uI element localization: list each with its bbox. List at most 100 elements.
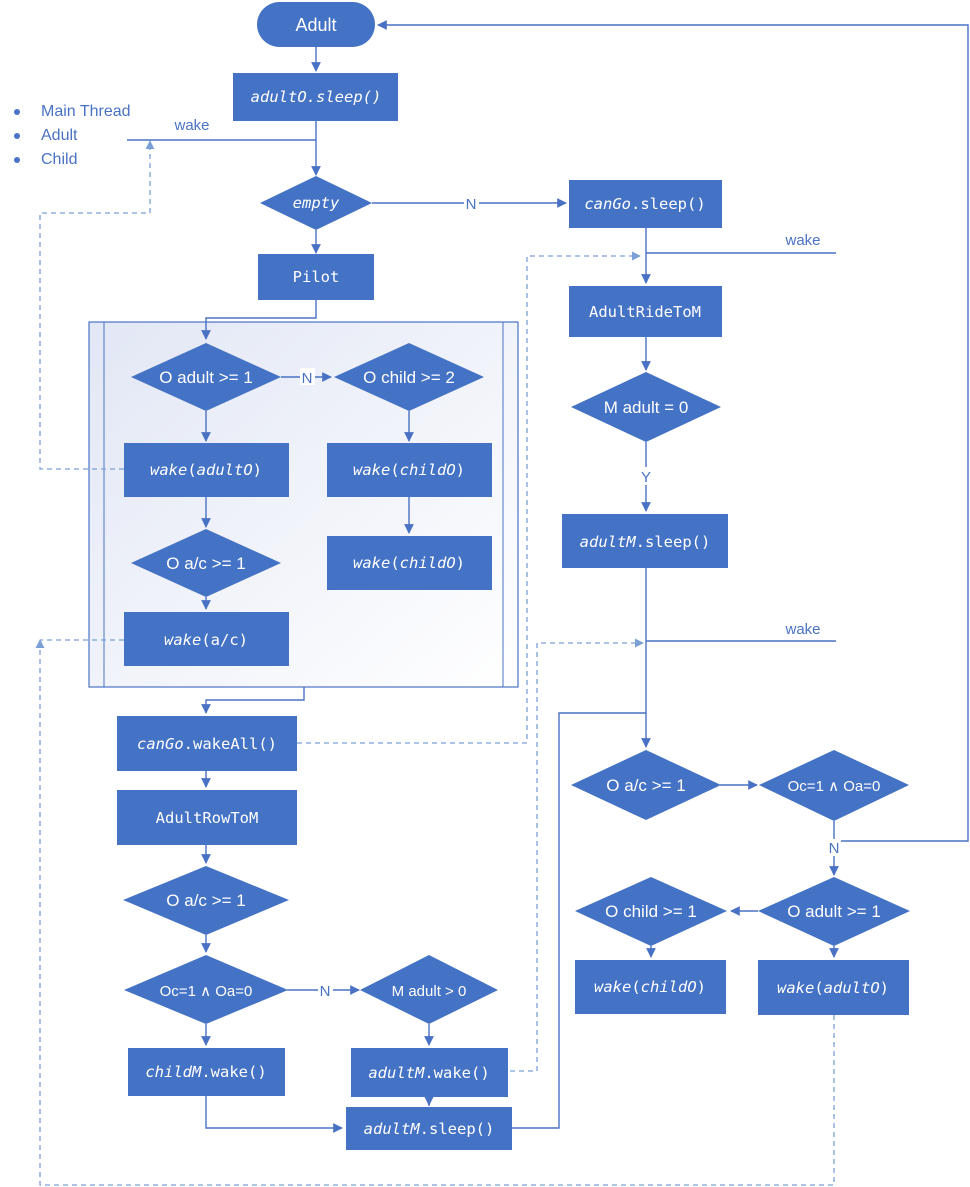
legend-item-main-thread: Main Thread <box>14 100 131 124</box>
label-part: ) <box>880 979 889 997</box>
svg-text:M adult > 0: M adult > 0 <box>392 983 467 1000</box>
label-part: wake <box>353 461 390 479</box>
label-part: childO <box>641 978 697 996</box>
decision-o-ac-ge1-left: O a/c >= 1 <box>123 866 289 935</box>
bullet-icon <box>14 133 20 139</box>
label-part: .wakeAll() <box>184 735 277 753</box>
legend-item-child: Child <box>14 148 131 172</box>
label-part: .wake() <box>424 1064 489 1082</box>
label-part: ( <box>631 978 640 996</box>
svg-text:childM.wake(): childM.wake() <box>145 1063 266 1081</box>
label-part: adultO <box>251 88 307 106</box>
label-part: .sleep() <box>631 195 706 213</box>
svg-text:canGo.sleep(): canGo.sleep() <box>584 195 705 213</box>
node-adultM-wake: adultM.wake() <box>351 1048 508 1097</box>
label-part: childO <box>400 461 456 479</box>
label-part: ( <box>187 461 196 479</box>
edge-label-n: N <box>829 840 840 857</box>
svg-text:Oc=1 ∧ Oa=0: Oc=1 ∧ Oa=0 <box>788 778 881 795</box>
decision-o-child-ge1: O child >= 1 <box>575 877 727 946</box>
start-adult: Adult <box>257 2 375 47</box>
svg-text:wake(adultO): wake(adultO) <box>777 979 889 997</box>
decision-m-adult-gt0: M adult > 0 <box>360 955 498 1024</box>
label-part: ) <box>697 978 706 996</box>
svg-text:Pilot: Pilot <box>293 268 340 286</box>
label-part: adultO <box>197 461 253 479</box>
svg-text:O child >= 2: O child >= 2 <box>363 368 455 387</box>
label-part: .sleep() <box>636 533 711 551</box>
decision-o-child-ge2: O child >= 2 <box>334 343 484 411</box>
svg-text:O a/c >= 1: O a/c >= 1 <box>166 554 245 573</box>
svg-text:O adult >= 1: O adult >= 1 <box>787 902 881 921</box>
edge-label-wake: wake <box>173 117 209 134</box>
label-part: wake <box>150 461 187 479</box>
svg-text:wake(a/c): wake(a/c) <box>164 631 248 649</box>
node-cango-wakeall: canGo.wakeAll() <box>117 716 297 771</box>
label-part: childM <box>145 1063 202 1081</box>
label-part: ) <box>456 461 465 479</box>
node-adultM-sleep-left: adultM.sleep() <box>346 1107 512 1150</box>
edge-labels: N N N Y Y N wake wake wake <box>173 117 841 1110</box>
label-part: ) <box>456 554 465 572</box>
label-part: ( <box>390 554 399 572</box>
label-part: adultO <box>824 979 880 997</box>
label-part: ( <box>814 979 823 997</box>
decision-o-adult-ge1-right: O adult >= 1 <box>758 877 910 946</box>
label-part: wake <box>164 631 201 649</box>
edge-label-wake: wake <box>784 621 820 638</box>
node-childM-wake: childM.wake() <box>128 1048 285 1096</box>
edge-label-y: Y <box>424 1093 434 1110</box>
svg-text:adultM.wake(): adultM.wake() <box>368 1064 489 1082</box>
svg-text:empty: empty <box>293 194 340 212</box>
svg-text:AdultRideToM: AdultRideToM <box>589 303 701 321</box>
edge-label-n: N <box>320 983 331 1000</box>
label-part: wake <box>777 979 814 997</box>
node-wake-adultO-left: wake(adultO) <box>124 443 289 497</box>
label-part: adultM <box>368 1064 425 1082</box>
legend: Main Thread Adult Child <box>14 100 131 172</box>
svg-text:Adult: Adult <box>295 15 336 35</box>
node-cango-sleep: canGo.sleep() <box>569 180 722 228</box>
node-adultO-sleep: adultO.sleep() <box>233 73 398 121</box>
label-part: wake <box>353 554 390 572</box>
svg-text:wake(adultO): wake(adultO) <box>150 461 262 479</box>
svg-text:wake(childO): wake(childO) <box>353 461 465 479</box>
node-pilot: Pilot <box>258 254 374 300</box>
svg-text:adultM.sleep(): adultM.sleep() <box>364 1120 495 1138</box>
node-wake-childO-top: wake(childO) <box>327 443 492 497</box>
decision-oc1-oa0-right: Oc=1 ∧ Oa=0 <box>759 750 909 821</box>
edge-label-wake: wake <box>784 232 820 249</box>
svg-text:adultO.sleep(): adultO.sleep() <box>251 88 382 106</box>
label-part: ) <box>253 461 262 479</box>
node-wake-adultO-right: wake(adultO) <box>758 960 909 1015</box>
bullet-icon <box>14 157 20 163</box>
label-part: empty <box>293 194 340 212</box>
node-adult-row-to-m: AdultRowToM <box>117 790 297 845</box>
svg-text:wake(childO): wake(childO) <box>594 978 706 996</box>
svg-text:O a/c >= 1: O a/c >= 1 <box>606 776 685 795</box>
flow-connectors <box>127 20 969 1133</box>
wake-signal-lines <box>35 140 835 1186</box>
svg-text:Oc=1 ∧ Oa=0: Oc=1 ∧ Oa=0 <box>160 983 253 1000</box>
svg-text:AdultRowToM: AdultRowToM <box>156 809 259 827</box>
bullet-icon <box>14 109 20 115</box>
decision-oc1-oa0-left: Oc=1 ∧ Oa=0 <box>124 955 288 1024</box>
node-adultM-sleep-right: adultM.sleep() <box>562 514 728 568</box>
label-part: canGo <box>137 735 184 753</box>
edge-label-y: Y <box>641 469 651 486</box>
svg-text:M adult = 0: M adult = 0 <box>604 398 689 417</box>
label-part: childO <box>400 554 456 572</box>
svg-text:adultM.sleep(): adultM.sleep() <box>580 533 711 551</box>
node-wake-ac: wake(a/c) <box>124 612 289 666</box>
edge-label-n: N <box>302 370 313 387</box>
label-part: .sleep() <box>420 1120 495 1138</box>
label-part: ( <box>390 461 399 479</box>
label-part: wake <box>594 978 631 996</box>
svg-text:O child >= 1: O child >= 1 <box>605 902 697 921</box>
label-part: (a/c) <box>201 631 248 649</box>
svg-text:O adult >= 1: O adult >= 1 <box>159 368 253 387</box>
node-adult-ride-to-m: AdultRideToM <box>569 286 722 337</box>
decision-o-ac-ge1-loop: O a/c >= 1 <box>131 529 281 597</box>
legend-item-adult: Adult <box>14 124 131 148</box>
